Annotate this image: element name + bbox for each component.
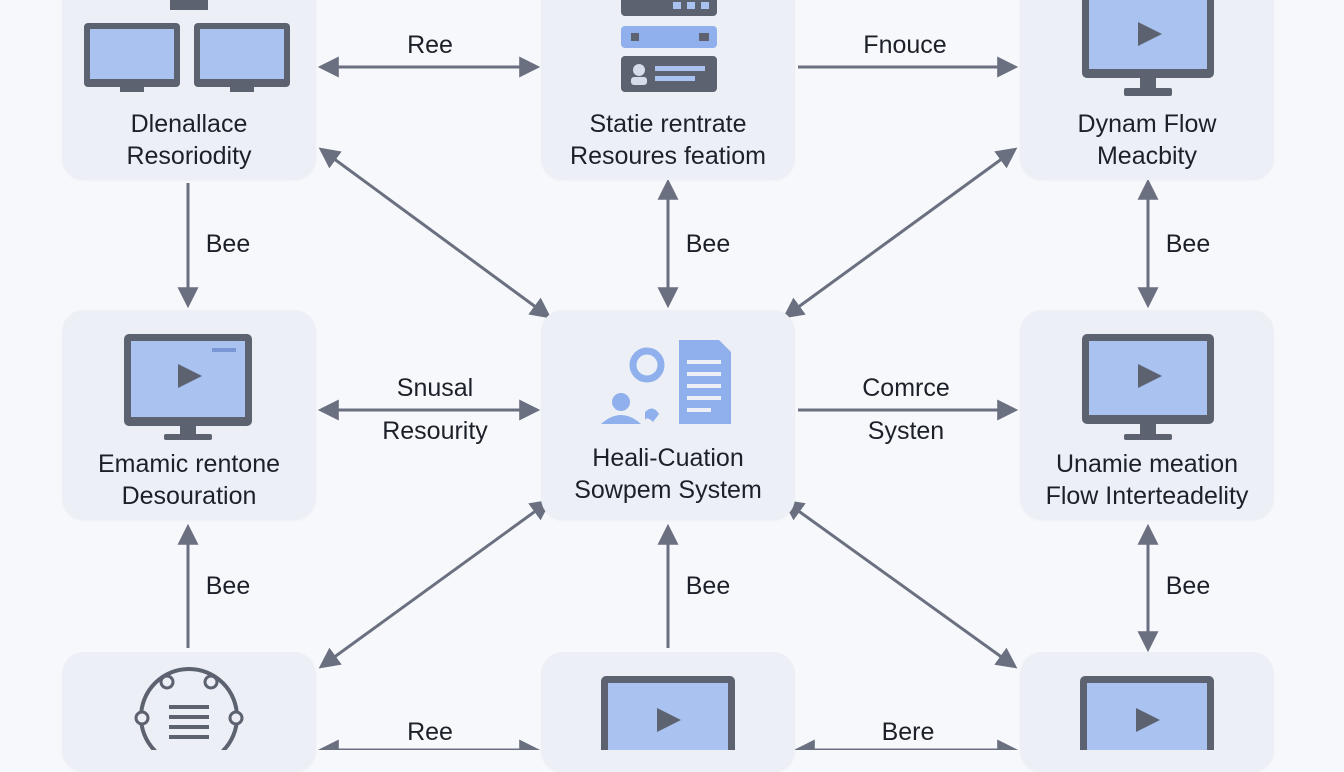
node-top-right[interactable]: Dynam Flow Meacbity <box>1020 0 1274 180</box>
node-top-center[interactable]: Statie rentrate Resoures featiom <box>541 0 795 180</box>
monitor-play-icon <box>1082 0 1214 96</box>
edge-label-top-left-center: Ree <box>407 31 453 59</box>
network-globe-icon <box>134 667 244 750</box>
edge-label-mid-center-right-line2: Systen <box>867 417 945 445</box>
edge-label-bottom-center-right: Bere <box>881 718 935 746</box>
node-mid-left[interactable]: Emamic rentone Desouration <box>62 310 316 520</box>
node-mid-left-line1: Emamic rentone <box>97 450 281 478</box>
edge-label-right-mid-bottom: Bee <box>1165 572 1211 600</box>
node-top-left[interactable]: Dlenallace Resoriodity <box>62 0 316 180</box>
edge-label-left-top-mid: Bee <box>205 230 251 258</box>
edge-label-bottom-left-center: Ree <box>407 718 453 746</box>
arrow-top-right-to-center <box>782 147 1018 319</box>
node-mid-right-line2: Flow Interteadelity <box>1045 482 1249 510</box>
node-top-left-line1: Dlenallace <box>130 110 248 138</box>
node-mid-left-line2: Desouration <box>121 482 257 510</box>
diagram-canvas: Dlenallace Resoriodity Statie rentrate R… <box>62 0 1274 772</box>
node-top-center-line2: Resoures featiom <box>570 142 766 170</box>
edge-label-center-mid-bottom: Bee <box>685 572 731 600</box>
node-top-right-label: Dynam Flow Meacbity <box>1020 108 1274 172</box>
edge-label-mid-left-center-line1: Snusal <box>396 374 474 402</box>
monitor-play-icon <box>601 676 735 750</box>
arrow-center-to-bottom-left <box>318 499 552 669</box>
node-mid-left-label: Emamic rentone Desouration <box>62 448 316 512</box>
monitor-play-icon <box>124 334 252 440</box>
edge-label-left-mid-bottom: Bee <box>205 572 251 600</box>
node-top-right-line2: Meacbity <box>1096 142 1198 170</box>
monitor-play-icon <box>1080 676 1214 750</box>
edge-label-mid-center-right-line1: Comrce <box>862 374 950 402</box>
node-top-left-label: Dlenallace Resoriodity <box>62 108 316 172</box>
node-center-line2: Sowpem System <box>574 476 762 504</box>
two-monitors-icon <box>84 0 290 92</box>
edge-label-mid-left-center-line2: Resourity <box>382 417 488 445</box>
node-mid-right[interactable]: Unamie meation Flow Interteadelity <box>1020 310 1274 520</box>
node-bottom-left[interactable] <box>62 652 316 772</box>
node-top-center-line1: Statie rentrate <box>589 110 747 138</box>
node-top-right-line1: Dynam Flow <box>1077 110 1217 138</box>
edge-label-right-top-mid: Bee <box>1165 230 1211 258</box>
arrows-layer <box>177 56 1159 750</box>
node-mid-right-line1: Unamie meation <box>1055 450 1239 478</box>
server-list-icon <box>621 0 717 92</box>
node-center-line1: Heali-Cuation <box>592 444 744 472</box>
node-top-center-label: Statie rentrate Resoures featiom <box>541 108 795 172</box>
arrow-center-to-bottom-right <box>782 499 1018 669</box>
edge-label-mid-center-right: Comrce Systen <box>836 372 976 447</box>
node-bottom-center[interactable] <box>541 652 795 772</box>
node-bottom-right[interactable] <box>1020 652 1274 772</box>
user-document-icon <box>601 340 731 424</box>
edge-label-mid-left-center: Snusal Resourity <box>360 372 510 447</box>
edge-label-center-top-mid: Bee <box>685 230 731 258</box>
node-center-label: Heali-Cuation Sowpem System <box>541 442 795 506</box>
node-top-left-line2: Resoriodity <box>126 142 252 170</box>
edge-label-top-center-right: Fnouce <box>863 31 947 59</box>
arrow-top-left-to-center <box>318 147 552 319</box>
node-mid-right-label: Unamie meation Flow Interteadelity <box>1020 448 1274 512</box>
monitor-play-icon <box>1082 334 1214 440</box>
node-center[interactable]: Heali-Cuation Sowpem System <box>541 310 795 520</box>
